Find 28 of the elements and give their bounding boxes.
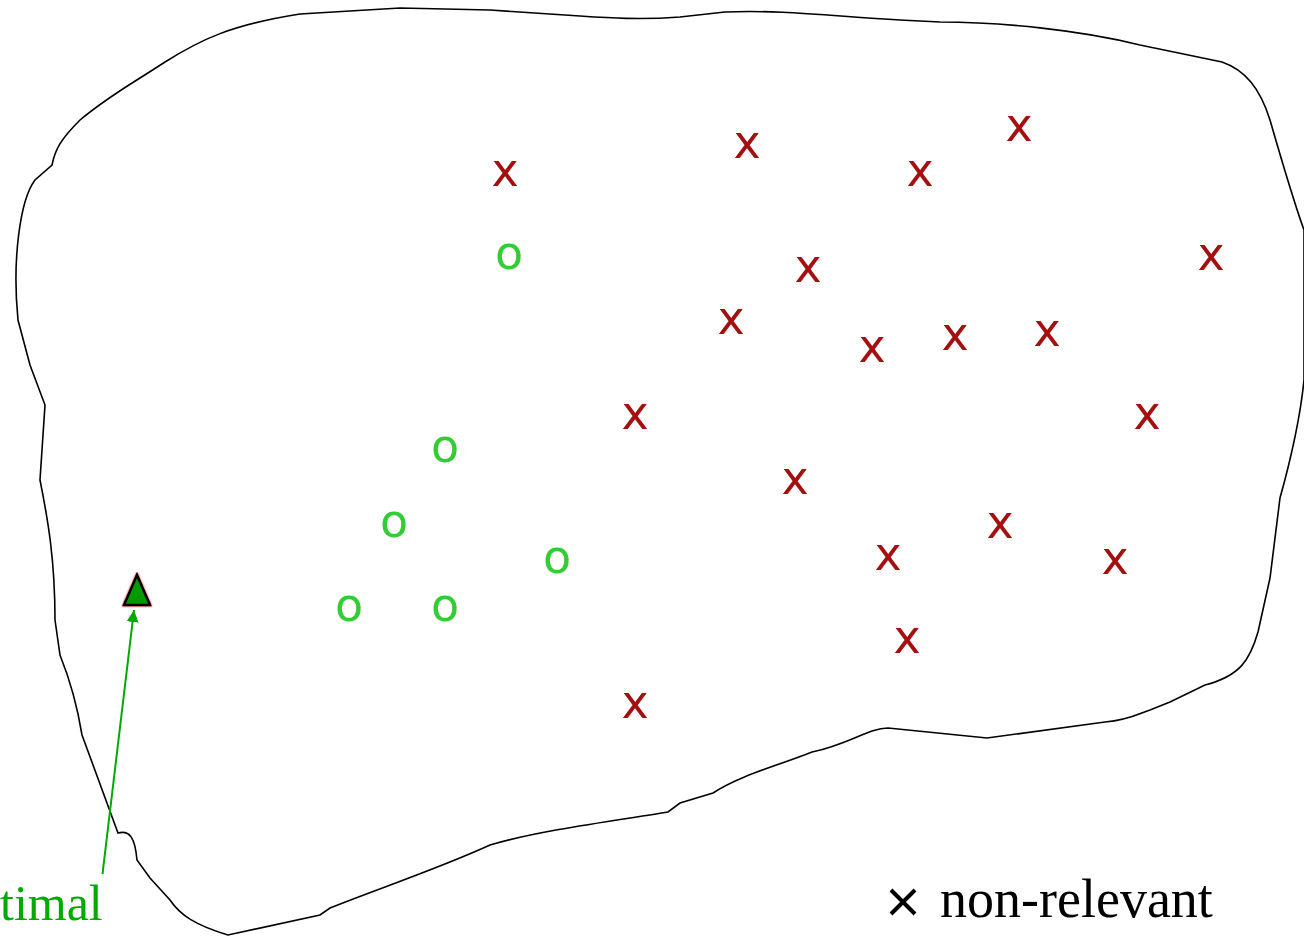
non-relevant-mark: x [1133,390,1161,436]
non-relevant-mark: x [906,147,934,193]
non-relevant-mark: x [893,614,921,660]
non-relevant-mark: x [733,119,761,165]
relevant-mark: o [379,498,409,544]
non-relevant-mark: x [941,311,969,357]
relevant-mark: o [542,534,572,580]
non-relevant-mark: x [794,243,822,289]
triangle-marker [121,572,153,608]
non-relevant-mark: x [858,323,886,369]
relevant-mark: o [430,423,460,469]
relevant-mark: o [334,582,364,628]
arrow [101,609,139,875]
non-relevant-mark: x [1005,102,1033,148]
non-relevant-mark: x [621,390,649,436]
relevant-mark: o [430,582,460,628]
non-relevant-mark: x [491,147,519,193]
non-relevant-mark: x [1033,307,1061,353]
non-relevant-mark: x [986,499,1014,545]
non-relevant-mark: x [621,679,649,725]
annotation-text: timal [0,874,125,932]
non-relevant-mark: x [1101,535,1129,581]
legend-label: non-relevant [940,868,1213,930]
non-relevant-mark: x [717,295,745,341]
non-relevant-mark: x [781,455,809,501]
relevant-mark: o [494,230,524,276]
non-relevant-mark: x [874,531,902,577]
non-relevant-mark: x [1197,231,1225,277]
